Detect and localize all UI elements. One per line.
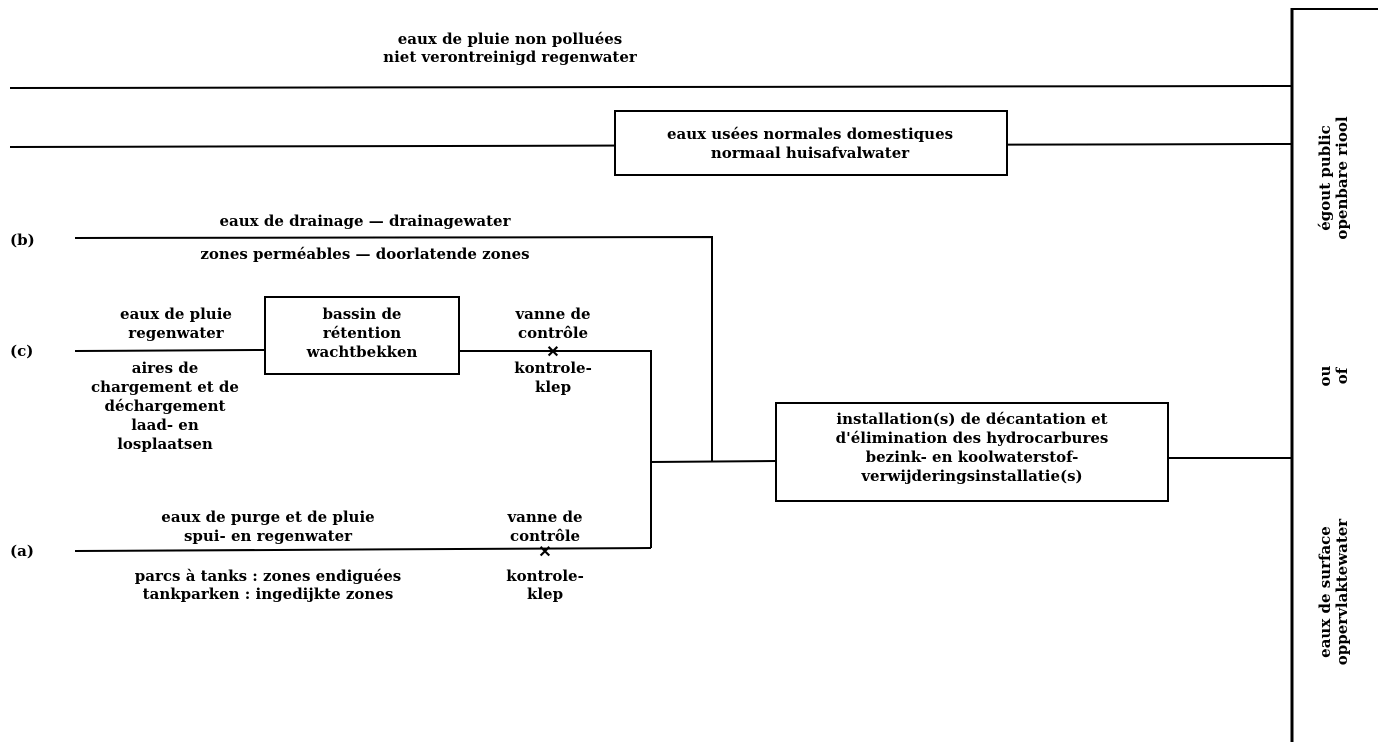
- treatment-4: verwijderingsinstallatie(s): [860, 467, 1082, 485]
- loading-2: chargement et de: [91, 378, 239, 396]
- valve-c-bottom-2: klep: [535, 378, 571, 396]
- permeable-label: zones perméables — doorlatende zones: [200, 245, 529, 263]
- valve-c-bottom-1: kontrole-: [514, 359, 592, 377]
- line-c-in: [74, 349, 266, 352]
- sewer-fr: égout public: [1316, 125, 1334, 231]
- or-fr: ou: [1316, 365, 1334, 386]
- rain-clean-fr: eaux de pluie non polluées: [398, 30, 623, 48]
- retention-3: wachtbekken: [306, 343, 418, 361]
- loading-1: aires de: [132, 359, 199, 377]
- treatment-3: bezink- en koolwaterstof-: [866, 448, 1079, 466]
- domestic-nl: normaal huisafvalwater: [711, 144, 910, 162]
- surface-nl: oppervlaktewater: [1333, 518, 1351, 666]
- surface-fr: eaux de surface: [1316, 526, 1334, 658]
- domestic-fr: eaux usées normales domestiques: [667, 125, 953, 143]
- treatment-box: [775, 402, 1169, 502]
- label-c: (c): [10, 342, 33, 360]
- rain-c-nl: regenwater: [128, 324, 224, 342]
- label-b: (b): [10, 231, 35, 249]
- treatment-1: installation(s) de décantation et: [836, 410, 1107, 428]
- junction-line: [650, 460, 777, 463]
- loading-3: déchargement: [105, 397, 226, 415]
- domestic-box: [614, 110, 1008, 176]
- loading-4: laad- en: [131, 416, 199, 434]
- valve-c-top-2: contrôle: [518, 324, 588, 342]
- retention-box: [264, 296, 460, 375]
- treatment-2: d'élimination des hydrocarbures: [836, 429, 1109, 447]
- label-a: (a): [10, 542, 34, 560]
- sewer-nl: openbare riool: [1333, 116, 1351, 239]
- valve-c-top-1: vanne de: [514, 305, 590, 323]
- rain-c-fr: eaux de pluie: [120, 305, 232, 323]
- valve-a-top-1: vanne de: [506, 508, 582, 526]
- tanks-fr: parcs à tanks : zones endiguées: [135, 567, 401, 585]
- or-nl: of: [1333, 366, 1351, 384]
- retention-1: bassin de: [323, 305, 402, 323]
- valve-c-symbol: ✕: [546, 342, 559, 361]
- drainage-line: [74, 235, 713, 462]
- drainage-label: eaux de drainage — drainagewater: [220, 212, 512, 230]
- valve-a-top-2: contrôle: [510, 527, 580, 545]
- line-a: [74, 547, 652, 552]
- rain-clean-nl: niet verontreinigd regenwater: [383, 48, 638, 66]
- valve-a-bottom-1: kontrole-: [506, 567, 584, 585]
- loading-5: losplaatsen: [117, 435, 213, 453]
- purge-nl: spui- en regenwater: [184, 527, 353, 545]
- valve-a-bottom-2: klep: [527, 585, 563, 603]
- rain-clean-line: [9, 85, 1293, 89]
- line-c-out: [459, 350, 652, 548]
- retention-2: rétention: [323, 324, 401, 342]
- purge-fr: eaux de purge et de pluie: [161, 508, 374, 526]
- valve-a-symbol: ✕: [538, 542, 551, 561]
- tanks-nl: tankparken : ingedijkte zones: [143, 585, 394, 603]
